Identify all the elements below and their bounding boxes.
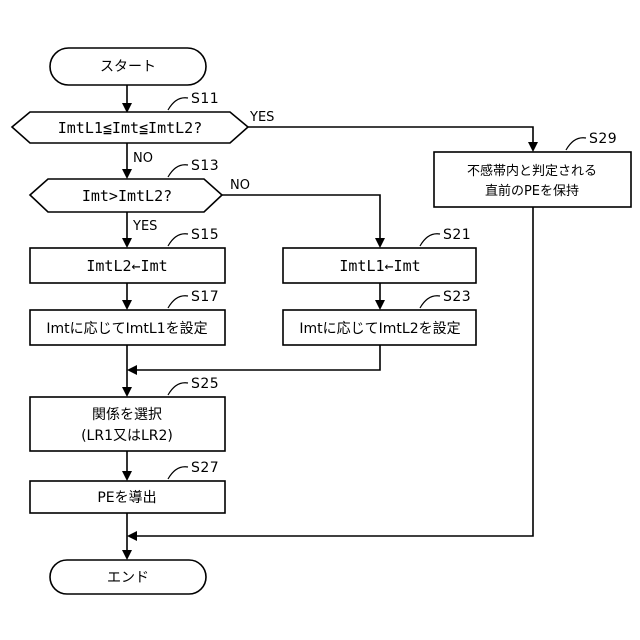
step-label-s21: S21 (443, 227, 471, 243)
s13-no-label: NO (230, 178, 250, 193)
decision-s11: ImtL1≦Imt≦ImtL2? (12, 112, 248, 143)
step-label-s17: S17 (191, 289, 219, 305)
leader-s27 (168, 467, 188, 479)
start-terminal: スタート (50, 48, 206, 85)
step-label-s13: S13 (191, 158, 219, 174)
process-s29-line1: 不感帯内と判定される (467, 163, 597, 179)
process-s23-text: Imtに応じてImtL2を設定 (299, 321, 460, 337)
s11-no-label: NO (133, 151, 153, 166)
step-label-s27: S27 (191, 460, 219, 476)
process-s23: Imtに応じてImtL2を設定 (283, 310, 476, 345)
decision-s11-text: ImtL1≦Imt≦ImtL2? (58, 119, 203, 137)
leader-s15 (168, 234, 188, 246)
s11-yes-label: YES (249, 110, 274, 125)
leader-s25 (168, 383, 188, 395)
process-s29-line2: 直前のPEを保持 (485, 183, 579, 199)
s13-yes-label: YES (132, 219, 157, 234)
start-label: スタート (100, 59, 156, 75)
leader-s13 (168, 165, 188, 177)
process-s25-line2: (LR1又はLR2) (81, 428, 173, 444)
process-s27-text: PEを導出 (97, 490, 156, 506)
step-label-s29: S29 (589, 131, 617, 147)
end-label: エンド (107, 570, 149, 586)
process-s25: 関係を選択 (LR1又はLR2) (30, 397, 225, 451)
leader-s17 (168, 296, 188, 308)
step-label-s23: S23 (443, 289, 471, 305)
leader-s23 (420, 296, 440, 308)
step-label-s25: S25 (191, 376, 219, 392)
process-s21: ImtL1←Imt (283, 248, 476, 283)
process-s17: Imtに応じてImtL1を設定 (30, 310, 225, 345)
process-s15: ImtL2←Imt (30, 248, 225, 283)
leader-s29 (566, 138, 586, 150)
decision-s13-text: Imt>ImtL2? (82, 187, 172, 205)
process-s21-text: ImtL1←Imt (339, 257, 420, 275)
process-s25-line1: 関係を選択 (92, 407, 162, 423)
process-s27: PEを導出 (30, 481, 225, 513)
step-label-s11: S11 (191, 91, 219, 107)
decision-s13: Imt>ImtL2? (30, 179, 222, 212)
leader-s21 (420, 234, 440, 246)
process-s15-text: ImtL2←Imt (86, 257, 167, 275)
leader-s11 (168, 98, 188, 110)
end-terminal: エンド (50, 560, 206, 594)
step-label-s15: S15 (191, 227, 219, 243)
process-s17-text: Imtに応じてImtL1を設定 (46, 321, 207, 337)
process-s29: 不感帯内と判定される 直前のPEを保持 (434, 152, 631, 207)
